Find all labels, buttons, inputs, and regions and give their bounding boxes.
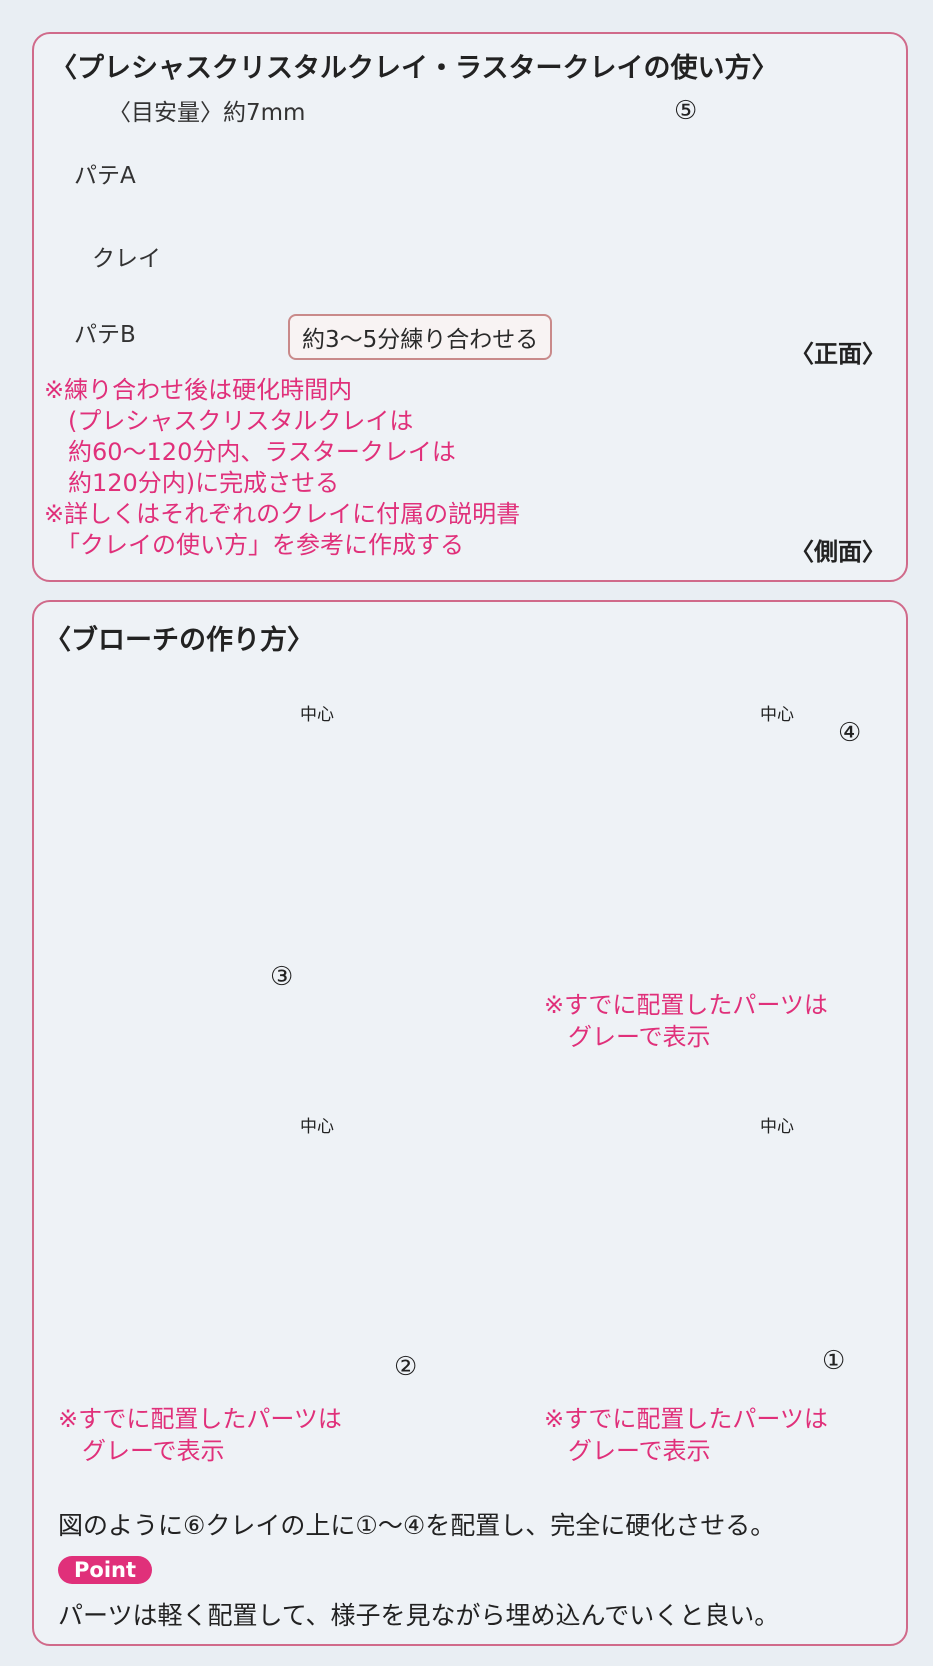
usage-note-line-2: (プレシャスクリスタルクレイは (44, 407, 414, 435)
putty-a-label: パテA (74, 163, 136, 189)
brooch-title: 〈ブローチの作り方〉 (44, 625, 314, 656)
usage-title: 〈プレシャスクリスタルクレイ・ラスタークレイの使い方〉 (50, 53, 779, 84)
usage-note-line-1: ※練り合わせ後は硬化時間内 (44, 376, 353, 404)
gray-note-3-line-1: ※すでに配置したパーツは (544, 1405, 828, 1433)
gray-note-1-line-1: ※すでに配置したパーツは (544, 991, 828, 1019)
putty-b-label: パテB (74, 322, 136, 348)
marker-2: ② (394, 1352, 418, 1382)
marker-1: ① (822, 1346, 846, 1376)
point-badge: Point (58, 1556, 153, 1584)
side-view-label: 〈側面〉 (790, 538, 886, 566)
marker-4: ④ (838, 718, 862, 748)
center-label-2: 中心 (760, 705, 794, 725)
usage-note-line-3: 約60〜120分内、ラスタークレイは (44, 438, 456, 466)
marker-5: ⑤ (674, 96, 698, 126)
point-text: パーツは軽く配置して、様子を見ながら埋め込んでいくと良い。 (58, 1601, 780, 1630)
marker-3: ③ (270, 962, 294, 992)
usage-note-line-6: 「クレイの使い方」を参考に作成する (44, 531, 464, 559)
gray-note-1-line-2: グレーで表示 (544, 1023, 711, 1051)
usage-note-line-5: ※詳しくはそれぞれのクレイに付属の説明書 (44, 500, 521, 528)
usage-panel (32, 32, 908, 582)
usage-note-line-4: 約120分内)に完成させる (44, 469, 340, 497)
gray-note-2-line-1: ※すでに配置したパーツは (58, 1405, 342, 1433)
gray-note-3-line-2: グレーで表示 (544, 1437, 711, 1465)
center-label-3: 中心 (300, 1117, 334, 1137)
center-label-1: 中心 (300, 705, 334, 725)
clay-label: クレイ (92, 246, 161, 272)
mix-time-label: 約3〜5分練り合わせる (288, 314, 553, 360)
gray-note-2-line-2: グレーで表示 (58, 1437, 225, 1465)
center-label-4: 中心 (760, 1117, 794, 1137)
instruction-text: 図のように⑥クレイの上に①〜④を配置し、完全に硬化させる。 (58, 1511, 776, 1540)
guide-amount-label: 〈目安量〉約7mm (108, 100, 306, 126)
front-view-label: 〈正面〉 (790, 340, 886, 368)
brooch-panel (32, 600, 908, 1646)
